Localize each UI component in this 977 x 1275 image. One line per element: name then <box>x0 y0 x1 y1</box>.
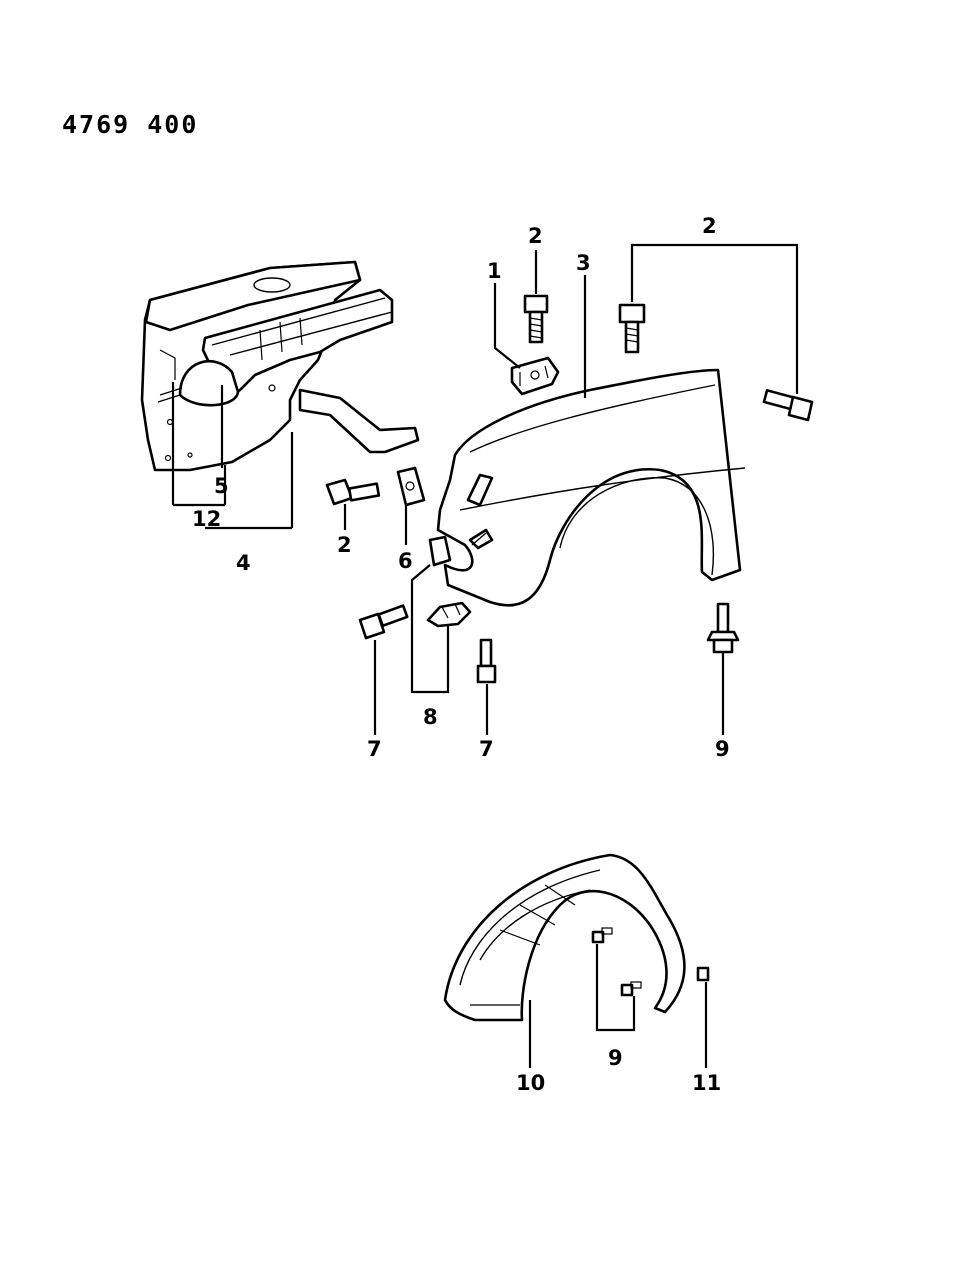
bolt-2-right-top <box>618 303 646 354</box>
callout-7-left: 7 <box>367 737 382 761</box>
diagram-code: 4769 400 <box>62 110 198 139</box>
screw-9-a <box>591 927 613 944</box>
bolt-2-center <box>523 294 549 344</box>
callout-10: 10 <box>516 1071 545 1095</box>
bolt-2-lower <box>325 478 381 506</box>
bracket-8 <box>426 535 472 628</box>
leader-8 <box>410 564 450 694</box>
bolt-9-upper <box>706 602 740 654</box>
fender-splash-shield <box>443 853 686 1022</box>
callout-1: 1 <box>487 259 502 283</box>
callout-11: 11 <box>692 1071 721 1095</box>
callout-3: 3 <box>576 251 591 275</box>
callout-8: 8 <box>423 705 438 729</box>
leader-9-lower <box>595 944 636 1032</box>
callout-6: 6 <box>398 549 413 573</box>
callout-9-upper: 9 <box>715 737 730 761</box>
bolt-7-left <box>358 604 409 640</box>
callout-4: 4 <box>236 551 251 575</box>
callout-9-lower: 9 <box>608 1046 623 1070</box>
callout-2-lower: 2 <box>337 533 352 557</box>
clip-11 <box>696 966 710 982</box>
clip-nut-6 <box>396 466 426 507</box>
callout-5: 5 <box>214 474 229 498</box>
callout-2-center: 2 <box>528 224 543 248</box>
fender-apron-assembly <box>140 260 420 472</box>
callout-2-right: 2 <box>702 214 717 238</box>
leader-2-right <box>630 243 799 394</box>
bolt-7-right <box>476 638 497 684</box>
front-fender <box>436 368 746 607</box>
bolt-2-right-side <box>762 389 814 422</box>
callout-7-right: 7 <box>479 737 494 761</box>
callout-12: 12 <box>192 507 221 531</box>
leader-1 <box>493 283 521 369</box>
screw-9-b <box>620 981 642 997</box>
clip-1 <box>510 356 560 396</box>
